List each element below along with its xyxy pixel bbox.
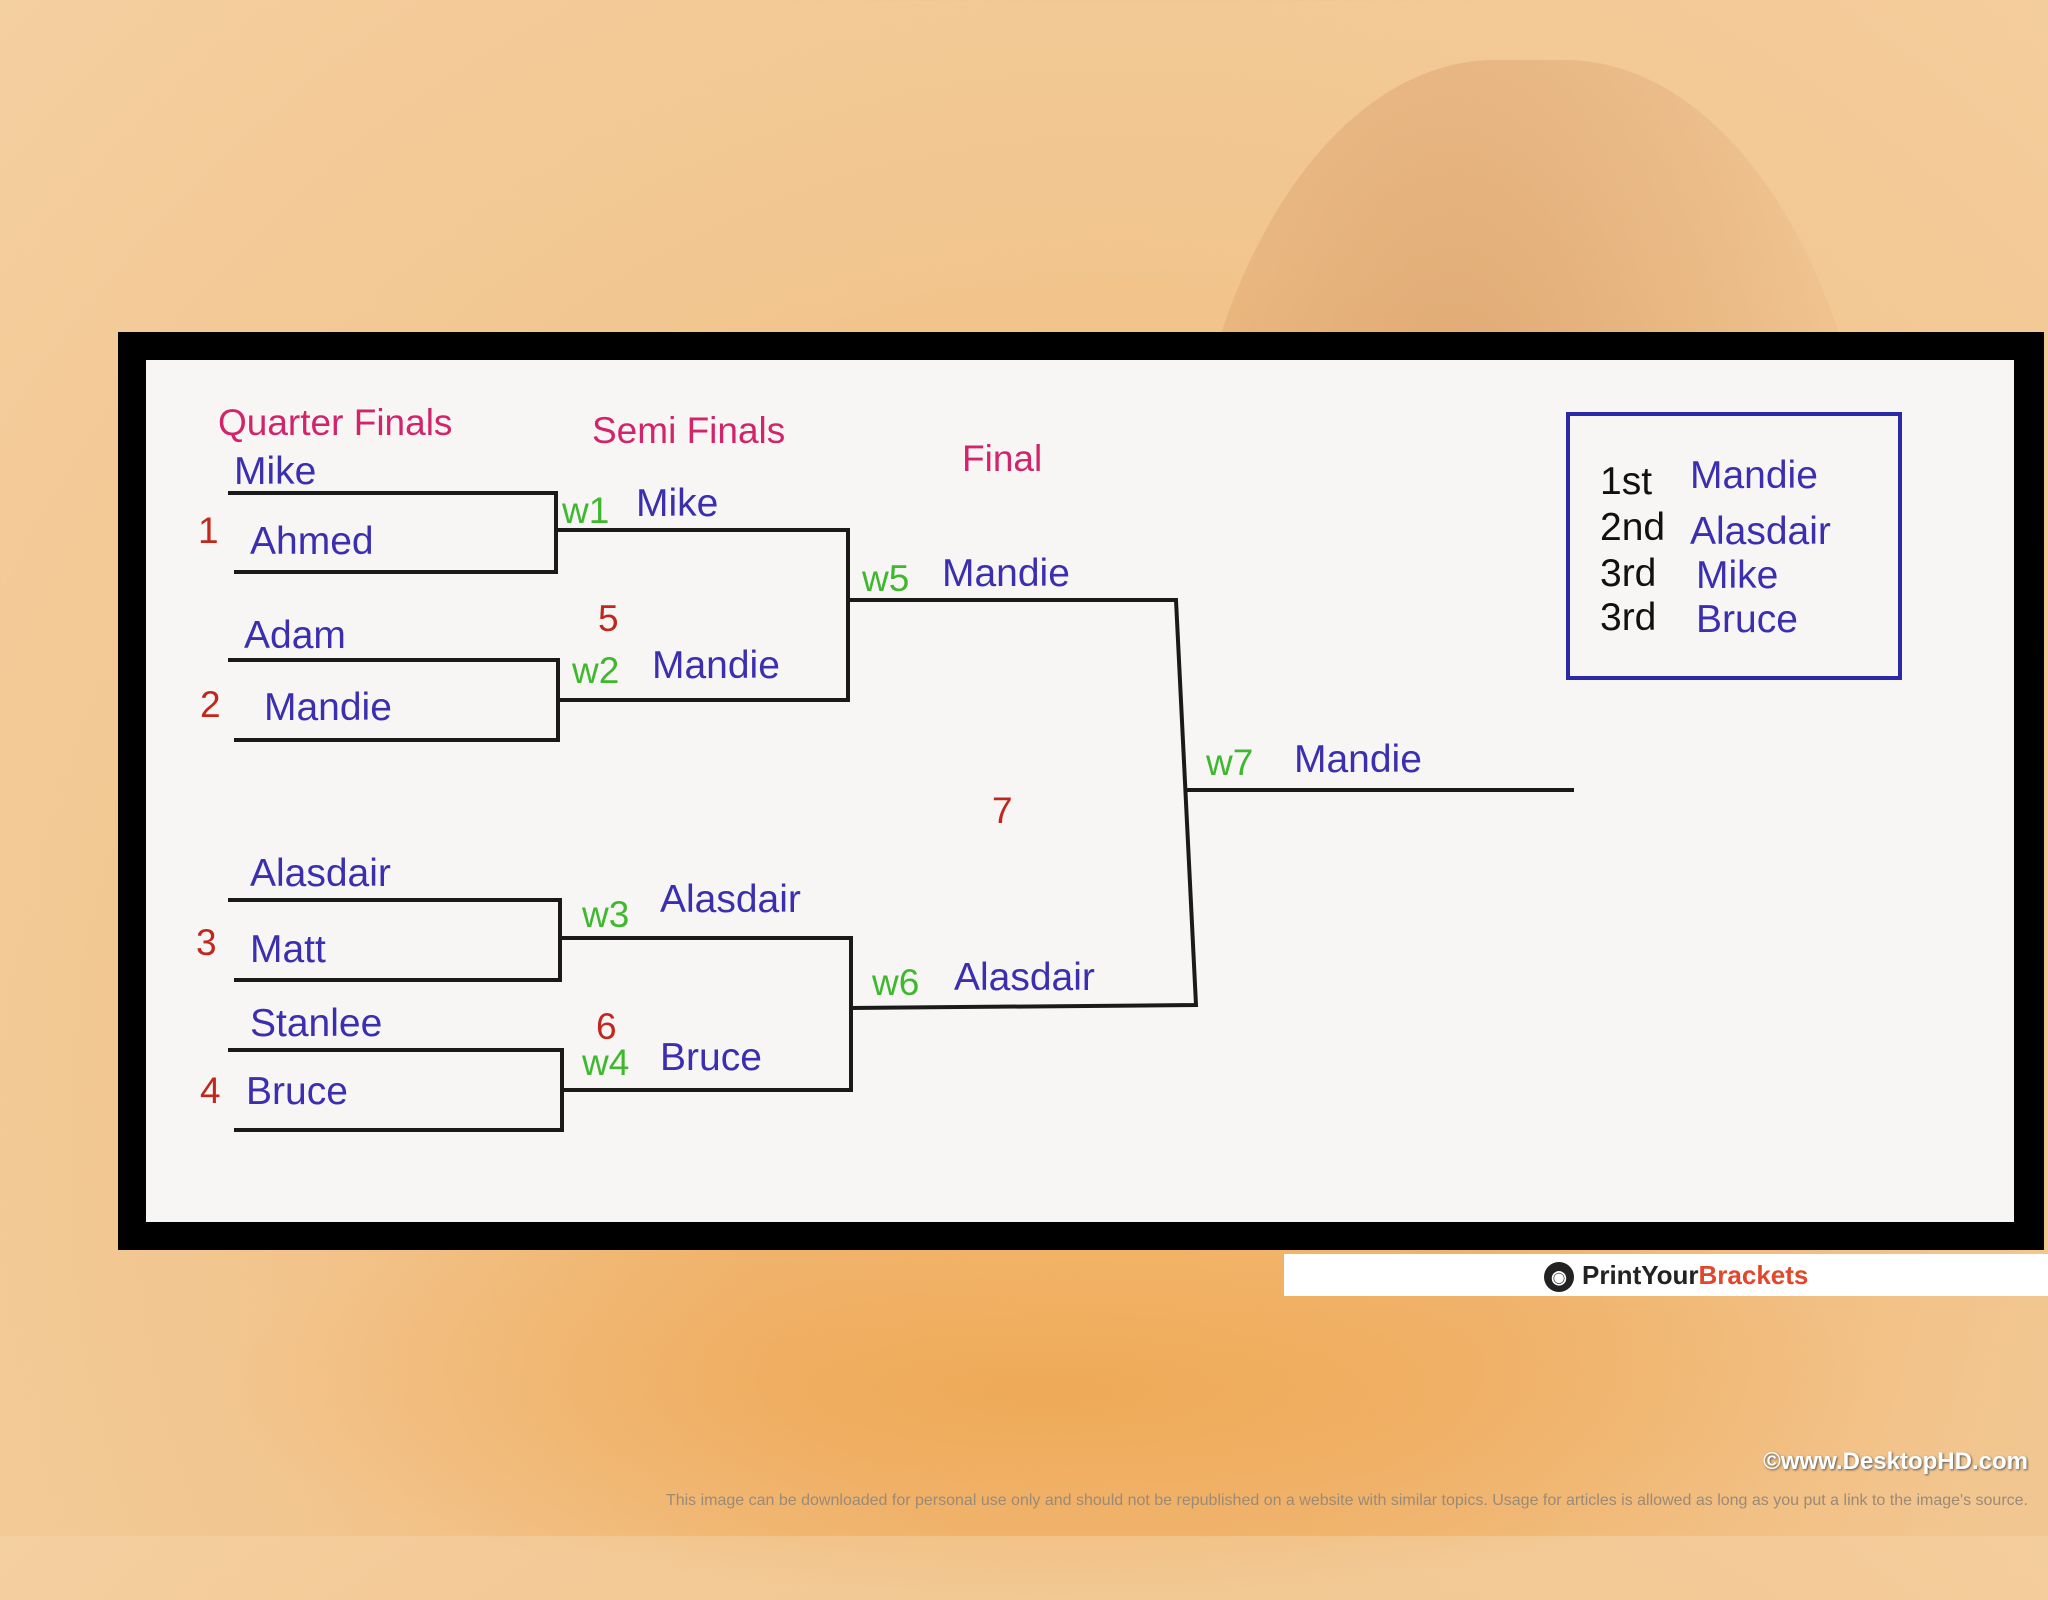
results-box: 1st Mandie 2nd Alasdair 3rd Mike 3rd Bru… bbox=[1566, 412, 1902, 680]
winner-tag-w1: w1 bbox=[562, 490, 610, 531]
credit-watermark: ©www.DesktopHD.com bbox=[1763, 1448, 2028, 1475]
sf2-entry-1: Alasdair bbox=[660, 878, 801, 921]
final-entry-1: Mandie bbox=[942, 552, 1070, 595]
match-7: 7 bbox=[992, 790, 1013, 831]
logo-strip: ◉ PrintYourBrackets bbox=[1284, 1254, 2048, 1296]
match-6: 6 bbox=[596, 1006, 617, 1047]
sf1-entry-2: Mandie bbox=[652, 644, 780, 687]
logo-prefix: PrintYour bbox=[1582, 1260, 1699, 1290]
qf1-player-1: Mike bbox=[234, 450, 317, 493]
place-2nd-name: Alasdair bbox=[1690, 510, 1831, 553]
logo-accent: Brackets bbox=[1698, 1260, 1809, 1290]
quarter-finals-header: Quarter Finals bbox=[218, 402, 453, 443]
qf3-player-1: Alasdair bbox=[250, 852, 391, 895]
winner-tag-w3: w3 bbox=[582, 894, 630, 935]
qf3-player-2: Matt bbox=[250, 928, 326, 971]
bracket-board: Quarter Finals Semi Finals Final 1 Mike … bbox=[146, 360, 2014, 1222]
seed-2: 2 bbox=[200, 684, 221, 725]
sf2-bracket-line bbox=[560, 936, 853, 1092]
winner-tag-w6: w6 bbox=[872, 962, 920, 1003]
winner-tag-w7: w7 bbox=[1206, 742, 1254, 783]
final-entry-2: Alasdair bbox=[954, 956, 1095, 999]
place-3rd-a: 3rd bbox=[1600, 552, 1657, 595]
brackets-logo-icon: ◉ bbox=[1544, 1262, 1574, 1292]
place-1st-name: Mandie bbox=[1690, 454, 1818, 497]
place-3rd-b: 3rd bbox=[1600, 596, 1657, 639]
place-3rd-b-name: Bruce bbox=[1696, 598, 1798, 641]
sf2-entry-2: Bruce bbox=[660, 1036, 762, 1079]
brackets-logo: PrintYourBrackets bbox=[1582, 1262, 1808, 1288]
qf1-bracket-line bbox=[228, 491, 558, 574]
qf2-player-1: Adam bbox=[244, 614, 346, 657]
final-header: Final bbox=[962, 438, 1043, 479]
champion-name: Mandie bbox=[1294, 738, 1422, 781]
seed-1: 1 bbox=[198, 510, 219, 551]
sf1-bracket-line bbox=[558, 528, 850, 702]
match-5: 5 bbox=[598, 598, 619, 639]
qf2-player-2: Mandie bbox=[264, 686, 392, 729]
winner-tag-w4: w4 bbox=[582, 1042, 630, 1083]
place-2nd: 2nd bbox=[1600, 506, 1666, 549]
qf4-player-2: Bruce bbox=[246, 1070, 348, 1113]
winner-tag-w2: w2 bbox=[572, 650, 620, 691]
place-3rd-a-name: Mike bbox=[1696, 554, 1779, 597]
final-bracket-line bbox=[848, 598, 1199, 1010]
winner-tag-w5: w5 bbox=[862, 558, 910, 599]
seed-4: 4 bbox=[200, 1070, 221, 1111]
qf4-player-1: Stanlee bbox=[250, 1002, 383, 1045]
seed-3: 3 bbox=[196, 922, 217, 963]
bracket-frame: Quarter Finals Semi Finals Final 1 Mike … bbox=[118, 332, 2044, 1250]
semi-finals-header: Semi Finals bbox=[592, 410, 786, 451]
bracket-lines bbox=[228, 491, 1574, 1132]
background-swirl bbox=[200, 1180, 1900, 1600]
place-1st: 1st bbox=[1600, 460, 1653, 503]
qf2-bracket-line bbox=[228, 658, 560, 742]
sf1-entry-1: Mike bbox=[636, 482, 719, 525]
disclaimer-text: This image can be downloaded for persona… bbox=[665, 1492, 2028, 1509]
qf1-player-2: Ahmed bbox=[250, 520, 374, 563]
